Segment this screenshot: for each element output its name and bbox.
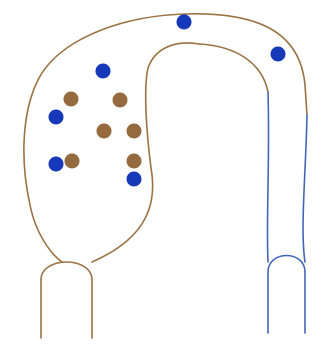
brown-dot bbox=[65, 154, 80, 169]
blue-dot bbox=[271, 47, 286, 62]
brown-dot bbox=[127, 154, 142, 169]
blue-dot bbox=[177, 15, 192, 30]
brown-dot bbox=[97, 124, 112, 139]
blue-dot bbox=[49, 157, 64, 172]
brown-dot bbox=[64, 92, 79, 107]
brown-dot bbox=[127, 124, 142, 139]
blue-dot bbox=[49, 110, 64, 125]
blue-dot bbox=[127, 172, 142, 187]
blue-dot bbox=[96, 64, 111, 79]
brown-dot bbox=[113, 93, 128, 108]
